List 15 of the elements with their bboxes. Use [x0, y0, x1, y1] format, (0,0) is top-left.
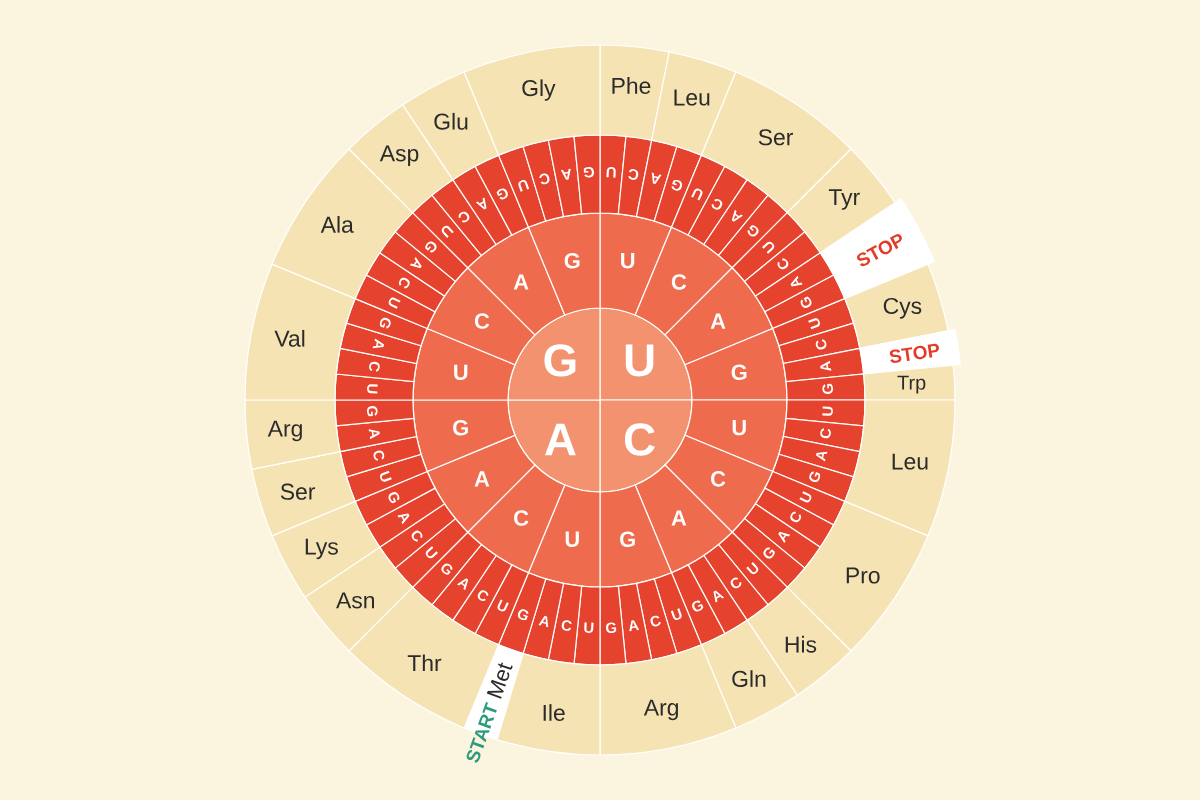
amino-acid-sector: Leu — [651, 51, 737, 156]
third-base-sector: C — [547, 582, 583, 665]
first-base-sector: A — [507, 399, 601, 493]
first-base-sector: C — [599, 399, 693, 493]
amino-acid-sector: Phe — [599, 44, 670, 141]
third-base-sector: C — [782, 417, 865, 453]
first-base-sector: G — [507, 307, 601, 401]
amino-acid-sector: Ser — [251, 451, 356, 537]
second-base-sector: G — [599, 484, 673, 588]
second-base-sector: G — [527, 212, 601, 316]
third-base-sector: C — [617, 135, 653, 218]
amino-acid-sector: Arg — [244, 399, 341, 470]
second-base-sector: U — [599, 212, 673, 316]
third-base-sector: C — [335, 347, 418, 383]
second-base-sector: U — [527, 484, 601, 588]
